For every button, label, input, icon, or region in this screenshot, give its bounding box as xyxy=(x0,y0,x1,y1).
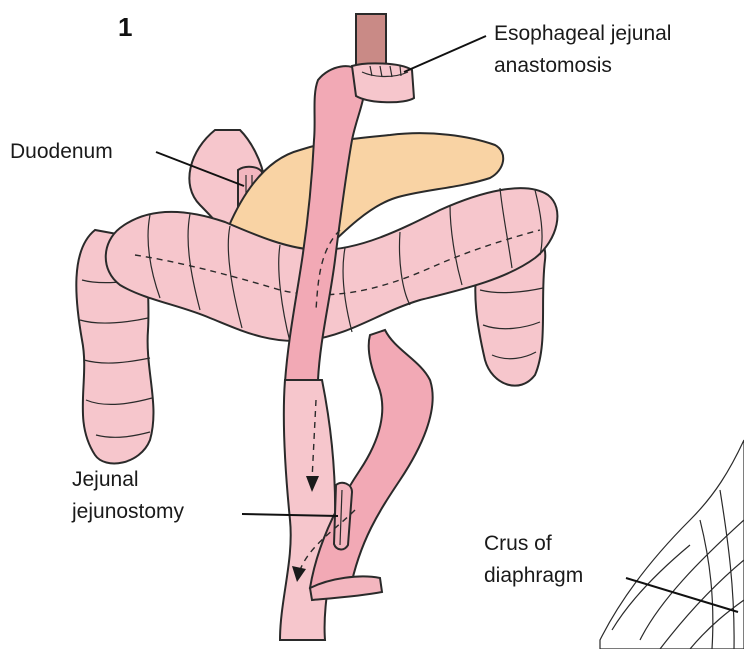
label-crus-line1: Crus of xyxy=(484,532,552,555)
crus-of-diaphragm xyxy=(600,440,744,649)
label-duodenum: Duodenum xyxy=(10,140,113,163)
figure-number: 1 xyxy=(118,12,132,42)
crus-hatching xyxy=(612,490,744,649)
leader-esophageal xyxy=(404,36,486,72)
label-esophageal-line1: Esophageal jejunal xyxy=(494,22,671,45)
jejunum-left-limb xyxy=(280,380,335,640)
leader-crus xyxy=(626,578,738,612)
label-esophageal-line2: anastomosis xyxy=(494,54,612,77)
label-jejunal-line2: jejunostomy xyxy=(71,500,185,523)
label-crus-line2: diaphragm xyxy=(484,564,583,587)
esophageal-jejunal-anastomosis xyxy=(352,63,414,102)
label-jejunal-line1: Jejunal xyxy=(72,468,139,491)
